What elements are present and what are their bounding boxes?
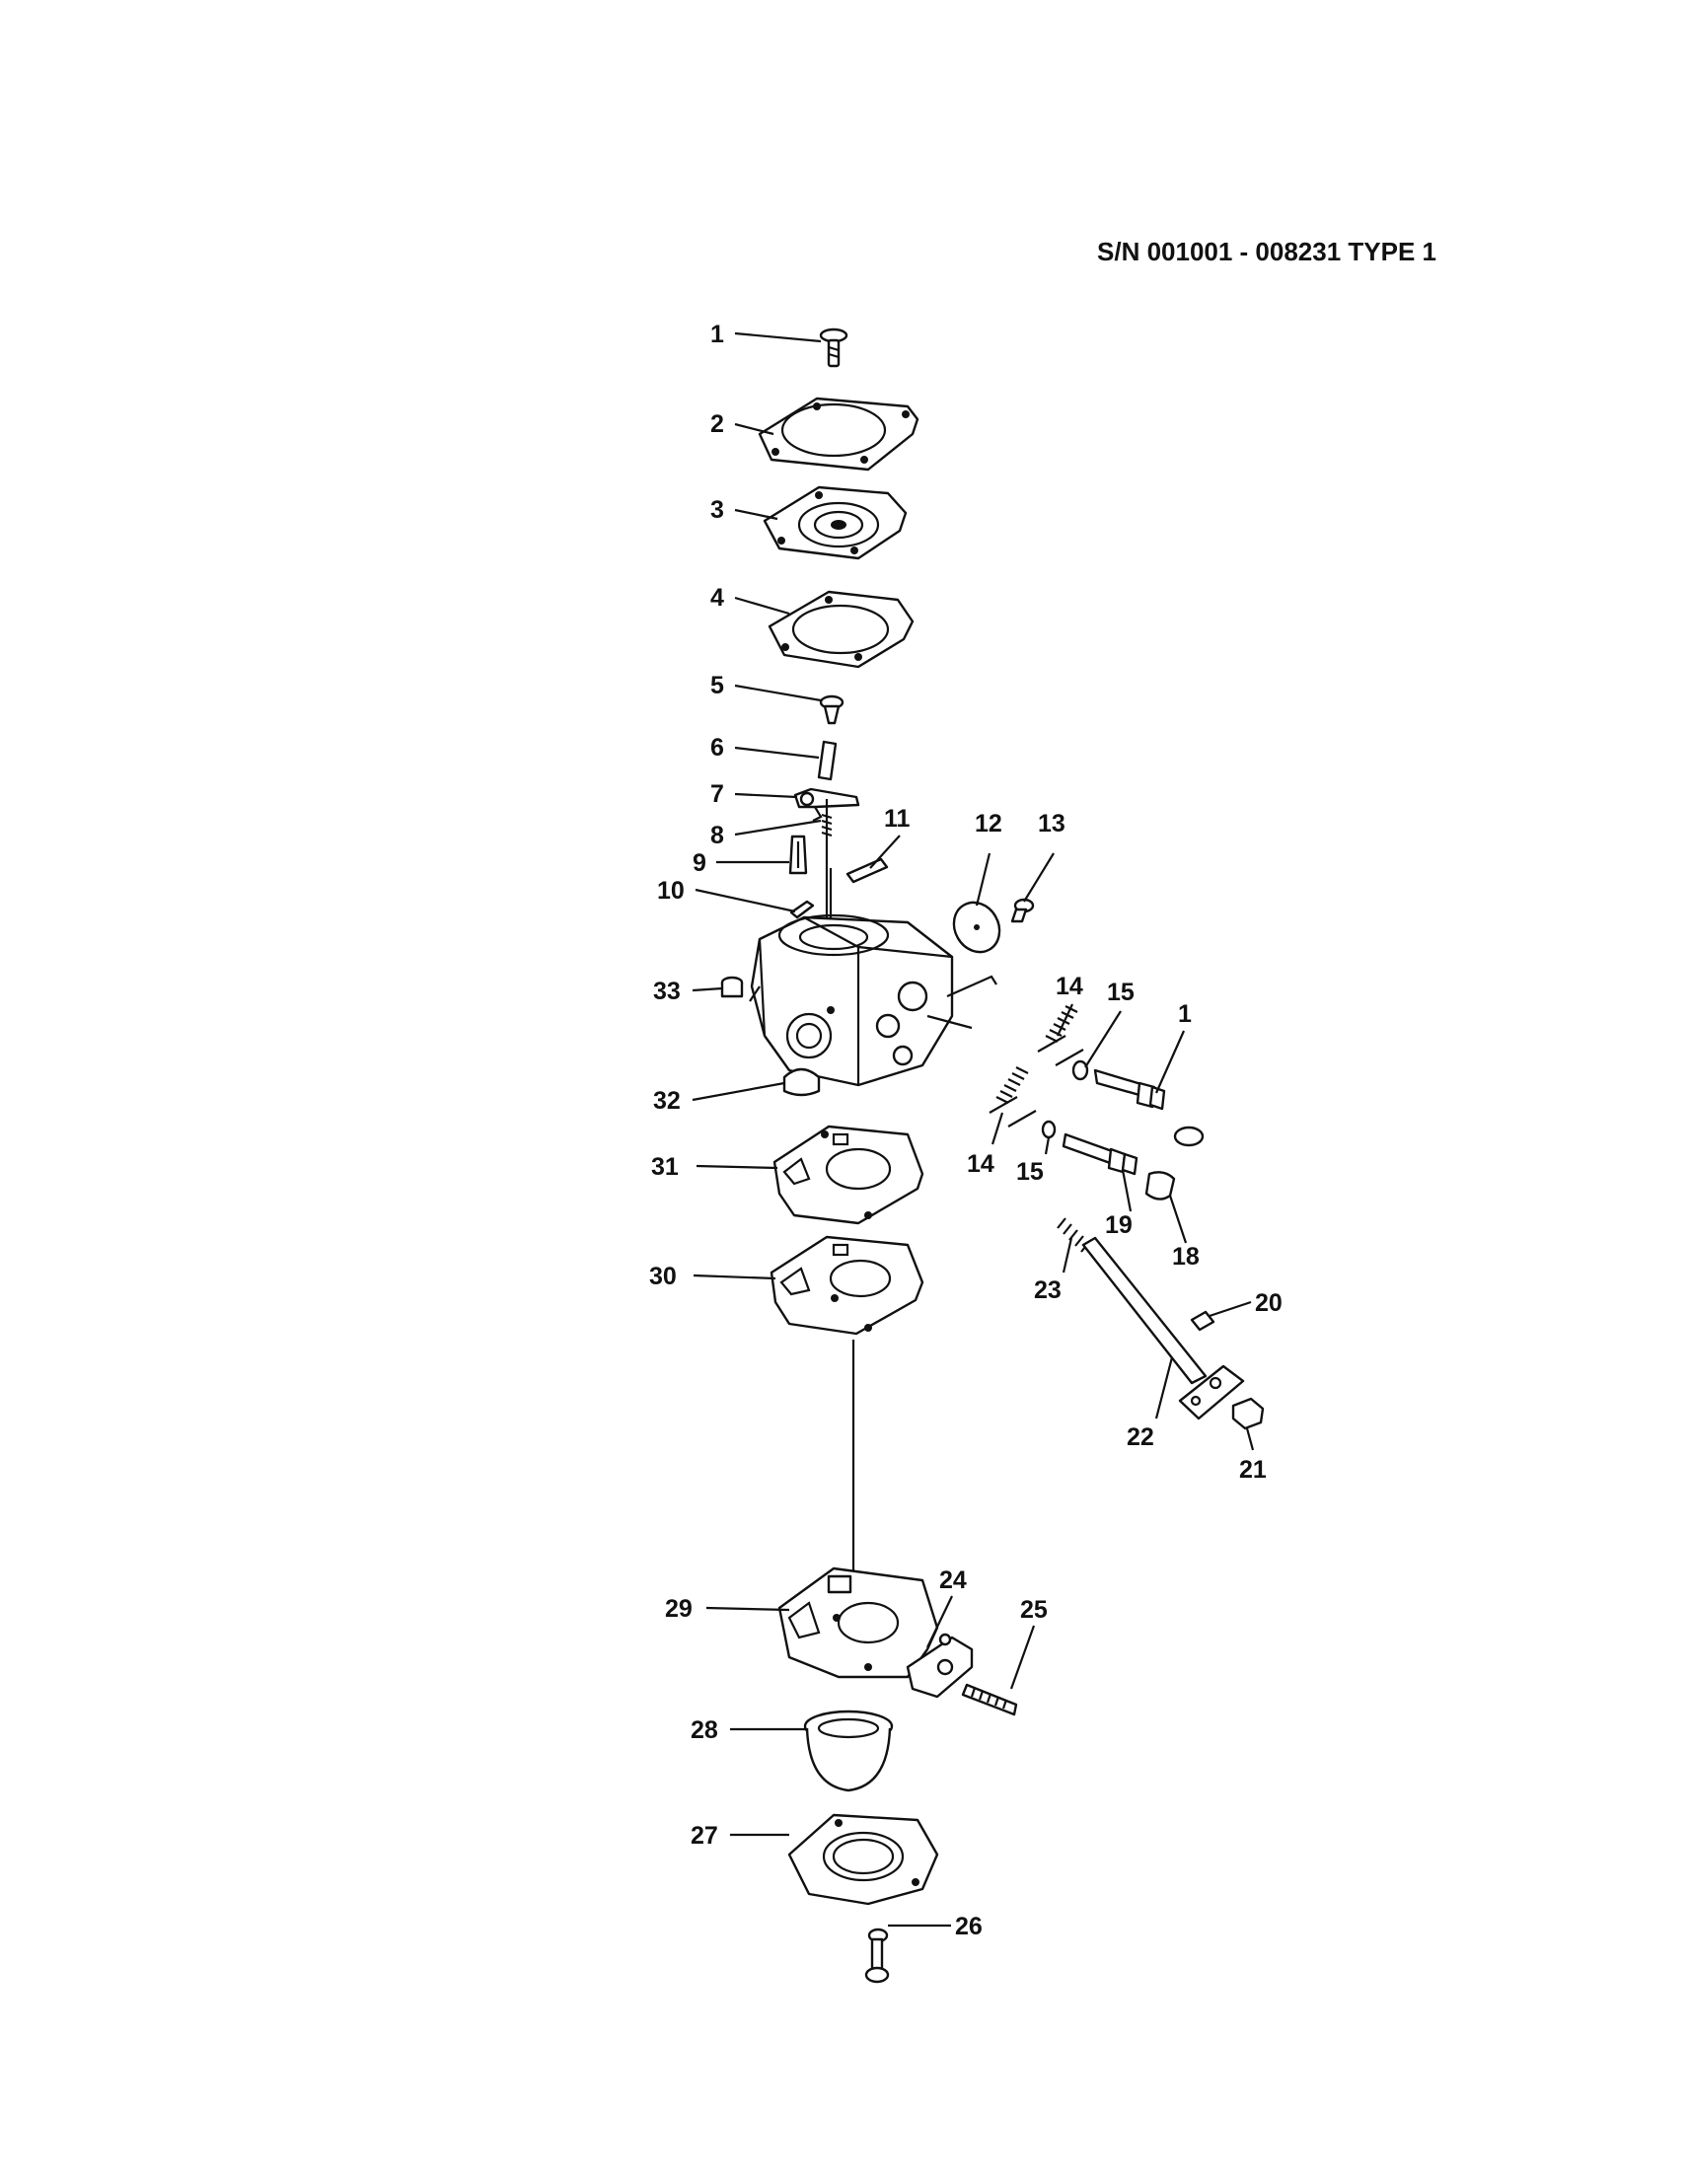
part-32-cap: [782, 1067, 821, 1097]
part-26-screw: [864, 1928, 890, 1984]
part-9-needle: [788, 835, 808, 875]
callout-5: 5: [710, 672, 724, 699]
callout-3: 3: [710, 496, 724, 524]
callout-21: 21: [1239, 1456, 1267, 1484]
callout-8: 8: [710, 822, 724, 849]
leader-lines: [692, 331, 1255, 1928]
part-14-spring-lower: [989, 1066, 1037, 1128]
serial-number-range: S/N 001001 - 008231 TYPE 1: [1097, 237, 1437, 266]
callout-11: 11: [884, 805, 911, 833]
part-5-screw: [819, 694, 844, 725]
callout-26: 26: [955, 1913, 983, 1940]
callout-27: 27: [691, 1822, 718, 1850]
callout-18: 18: [1172, 1243, 1200, 1271]
callout-1-right: 1: [1178, 1000, 1192, 1028]
part-25-screw: [961, 1683, 1018, 1716]
callout-6: 6: [710, 734, 724, 762]
callout-7: 7: [710, 780, 724, 808]
part-31-diaphragm: [772, 1125, 924, 1225]
part-6-pin: [817, 740, 838, 781]
callout-15-lower: 15: [1016, 1158, 1044, 1186]
part-15-washer-upper: [1071, 1059, 1089, 1081]
callout-30: 30: [649, 1263, 677, 1290]
callout-29: 29: [665, 1595, 693, 1623]
part-18-cap: [1144, 1171, 1176, 1201]
callout-4: 4: [710, 584, 724, 612]
part-27-retainer: [787, 1813, 939, 1906]
part-13-screw: [1010, 898, 1035, 923]
part-23-spring: [1057, 1217, 1090, 1253]
callout-2: 2: [710, 410, 724, 438]
part-3-diaphragm: [763, 485, 908, 560]
callout-32: 32: [653, 1087, 681, 1115]
callout-31: 31: [651, 1153, 679, 1181]
part-14-spring-upper: [1037, 1005, 1084, 1066]
callout-10: 10: [657, 877, 685, 905]
callout-labels: 1 2 3 4 5 6 7 8 9 10 11 12 13 33 14 15 1…: [649, 321, 1283, 1940]
callout-33: 33: [653, 978, 681, 1005]
part-28-primer-bulb: [803, 1710, 894, 1792]
callout-9: 9: [693, 849, 706, 877]
callout-14-lower: 14: [967, 1150, 994, 1178]
part-7-lever: [793, 787, 860, 822]
callout-28: 28: [691, 1716, 718, 1744]
part-19-adjust-needle: [1062, 1132, 1138, 1176]
part-1-screw: [819, 328, 848, 368]
part-15-washer-lower: [1041, 1120, 1057, 1139]
callout-15-upper: 15: [1107, 979, 1135, 1006]
part-20-clip: [1190, 1310, 1215, 1332]
callout-20: 20: [1255, 1289, 1283, 1317]
part-22-throttle-shaft: [1081, 1236, 1245, 1420]
callout-25: 25: [1020, 1596, 1048, 1624]
part-33-cap: [720, 976, 744, 998]
callout-14-upper: 14: [1056, 973, 1083, 1000]
callout-13: 13: [1038, 810, 1065, 837]
callout-1: 1: [710, 321, 724, 348]
part-30-gasket: [770, 1235, 924, 1336]
part-11-pin: [845, 857, 889, 884]
callout-22: 22: [1127, 1423, 1154, 1451]
part-29-pump-body: [777, 1566, 974, 1699]
callout-19: 19: [1105, 1211, 1133, 1239]
callout-24: 24: [939, 1566, 967, 1594]
part-12-disc: [952, 901, 1001, 954]
part-10-clip: [789, 900, 815, 919]
callout-12: 12: [975, 810, 1002, 837]
part-2-cover: [758, 397, 919, 472]
part-21-nut: [1231, 1397, 1265, 1430]
carburetor-body: [749, 913, 997, 1087]
part-4-gasket: [768, 590, 915, 669]
part-1-adjust-needle: [1093, 1068, 1205, 1147]
callout-23: 23: [1034, 1276, 1062, 1304]
